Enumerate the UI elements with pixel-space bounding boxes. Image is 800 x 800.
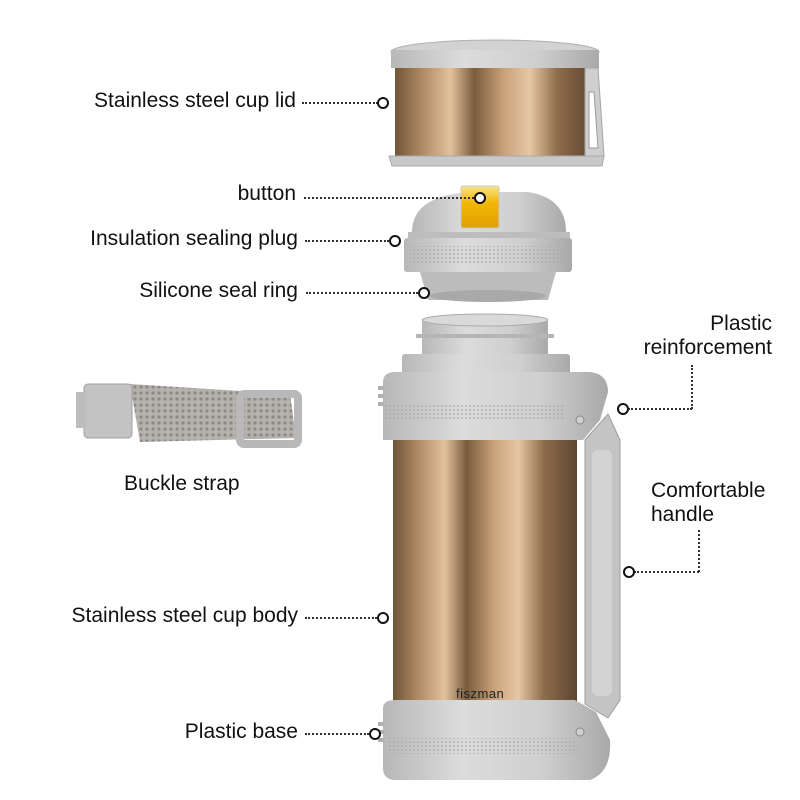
- label-reinforcement-line1: Plastic: [710, 312, 772, 335]
- label-buckle-strap: Buckle strap: [124, 472, 240, 495]
- leader-vline-reinforcement: [691, 365, 693, 409]
- flask-body: [378, 372, 621, 780]
- label-cup-body: Stainless steel cup body: [71, 604, 298, 627]
- callout-dot-cup-lid: [377, 97, 389, 109]
- label-handle-line1: Comfortable: [651, 479, 766, 502]
- brand-logo: fiszman: [456, 686, 505, 701]
- label-button: button: [237, 182, 296, 205]
- leader-line-button: [304, 197, 474, 199]
- callout-dot-base: [369, 728, 381, 740]
- leader-line-cup-body: [305, 617, 377, 619]
- label-cup-lid: Stainless steel cup lid: [94, 89, 296, 112]
- label-base: Plastic base: [184, 720, 298, 743]
- label-reinforcement-line2: reinforcement: [643, 336, 772, 359]
- cup-lid: [388, 39, 605, 167]
- callout-dot-sealing-plug: [389, 235, 401, 247]
- leader-vline-handle: [698, 530, 700, 572]
- flask-neck: [402, 313, 570, 376]
- leader-line-reinforcement: [628, 408, 692, 410]
- callout-dot-cup-body: [377, 612, 389, 624]
- callout-dot-handle: [623, 566, 635, 578]
- leader-line-seal-ring: [306, 292, 418, 294]
- leader-line-handle: [634, 571, 699, 573]
- leader-line-base: [305, 733, 369, 735]
- label-seal-ring: Silicone seal ring: [139, 279, 298, 302]
- sealing-plug: [404, 185, 572, 302]
- leader-line-sealing-plug: [305, 240, 389, 242]
- callout-dot-seal-ring: [418, 287, 430, 299]
- callout-dot-reinforcement: [617, 403, 629, 415]
- leader-line-cup-lid: [302, 102, 378, 104]
- label-handle-line2: handle: [651, 503, 715, 526]
- buckle-strap: [76, 383, 302, 448]
- label-sealing-plug: Insulation sealing plug: [90, 227, 298, 250]
- callout-dot-button: [474, 192, 486, 204]
